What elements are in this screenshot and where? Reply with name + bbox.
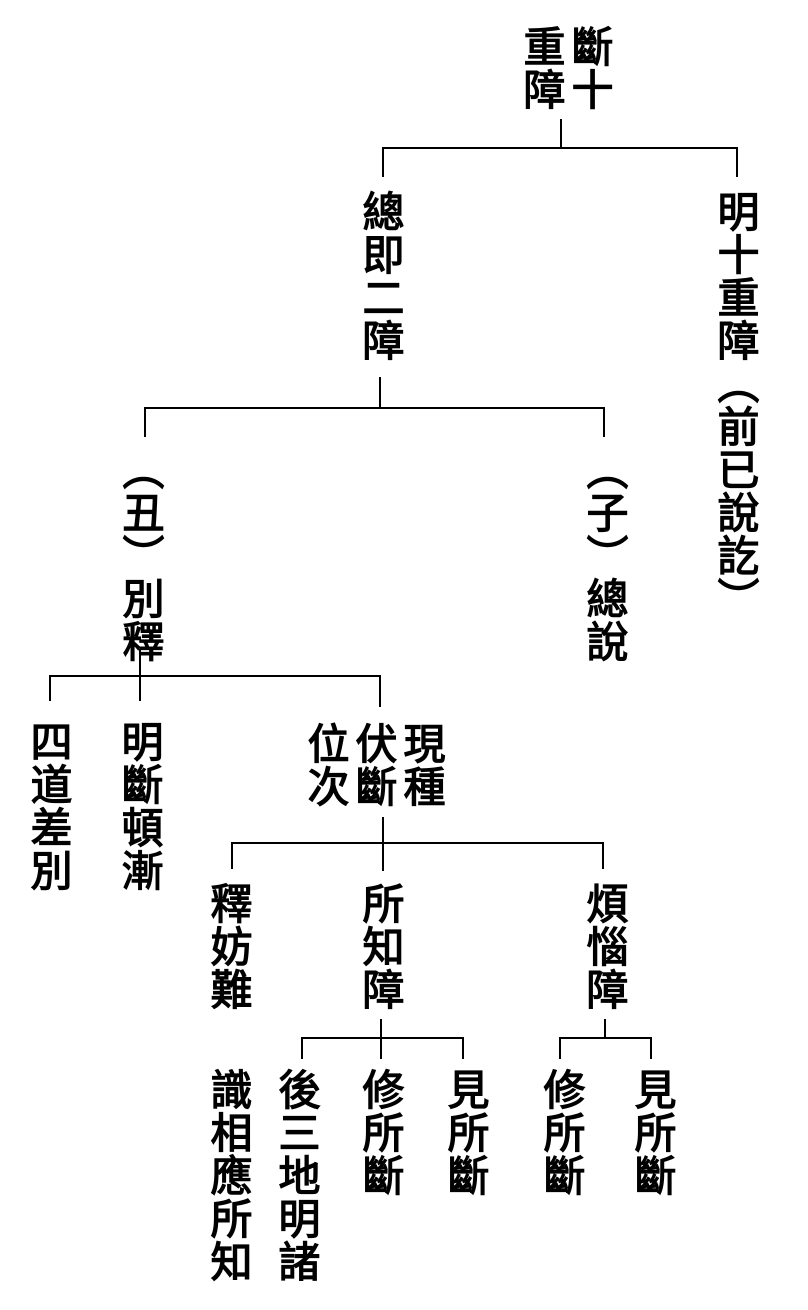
node-hou-san-di-ming-zhu: 後三地明諸 — [272, 1068, 321, 1283]
node-ming-duan-dun-jian: 明斷頓漸 — [115, 720, 164, 892]
node-suo-zhi-zhang: 所知障 — [356, 882, 405, 1011]
node-ming-shi-zhong-zhang: 明十重障（前已說訖） — [711, 190, 760, 620]
node-zi-zong-shuo: （子）總說 — [580, 448, 629, 663]
node-shi-xiang-ying-suo-zhi: 識相應所知 — [204, 1068, 253, 1283]
node-xiu-suo-duan-2: 修所斷 — [537, 1068, 586, 1197]
node-chou-bie-shi: （丑）別釋 — [116, 448, 165, 663]
node-jian-suo-duan-1: 見所斷 — [441, 1068, 490, 1197]
node-xian-zhong-fu-duan-wei-ci: 現種 伏斷 位次 — [301, 722, 446, 808]
node-jian-suo-duan-2: 見所斷 — [628, 1068, 677, 1197]
node-fan-nao-zhang: 煩惱障 — [580, 882, 629, 1011]
node-root: 斷十 重障 — [517, 25, 614, 111]
node-shi-fang-nan: 釋妨難 — [204, 882, 253, 1011]
node-si-dao-cha-bie: 四道差別 — [24, 720, 73, 892]
node-xiu-suo-duan-1: 修所斷 — [356, 1068, 405, 1197]
node-zong-ji-er-zhang: 總即二障 — [356, 190, 405, 362]
